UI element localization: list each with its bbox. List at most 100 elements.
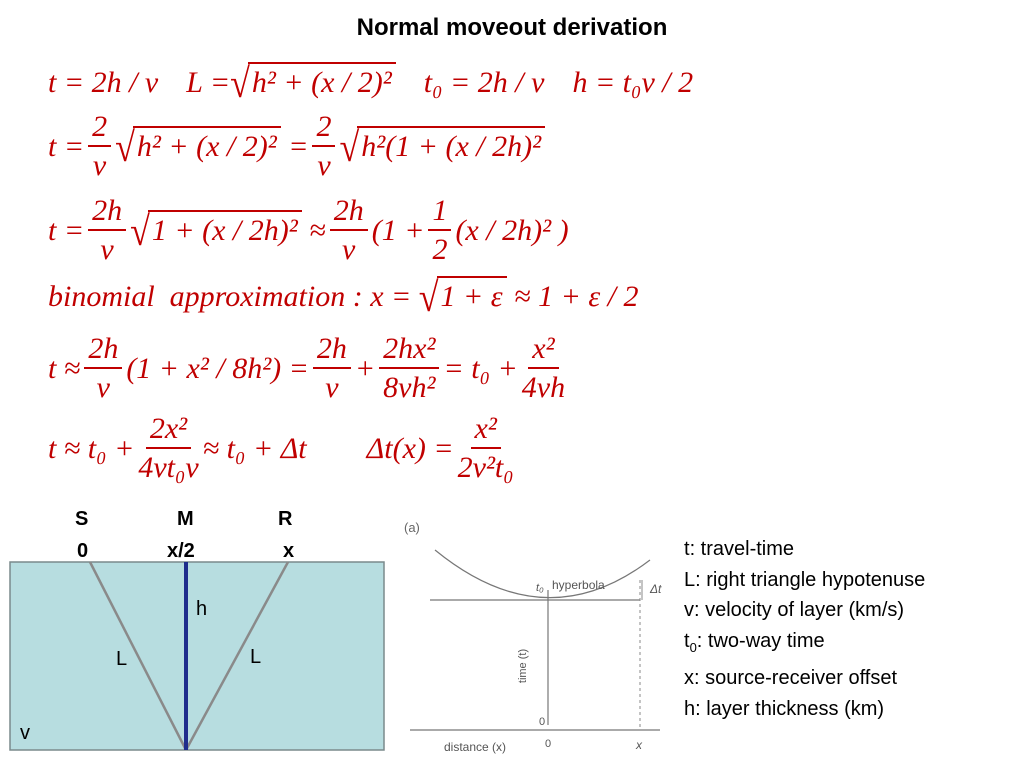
frac-den: v xyxy=(100,233,114,266)
approx-sign: ≈ xyxy=(309,213,326,247)
variable-legend: t: travel-time L: right triangle hypoten… xyxy=(684,534,925,724)
frac-num: 2hx² xyxy=(379,334,440,369)
eq-travel-time: t = 2h / v xyxy=(48,66,159,99)
legend-symbol: t xyxy=(684,629,690,652)
legend-item: h: layer thickness (km) xyxy=(684,694,925,725)
equals-sign: = xyxy=(288,129,309,163)
legend-symbol: h xyxy=(684,697,696,720)
frac-num: 2h xyxy=(84,334,123,369)
legend-item: t: travel-time xyxy=(684,534,925,565)
offset-x-label: x xyxy=(636,738,642,752)
frac-den: v xyxy=(92,149,107,182)
frac-num: 2h xyxy=(88,196,127,231)
right-hypotenuse-label: L xyxy=(250,646,262,668)
panel-label: (a) xyxy=(404,520,420,535)
reflected-ray xyxy=(184,561,290,751)
receiver-label: R xyxy=(278,508,293,530)
sqrt-body: h² + (x / 2)² xyxy=(247,62,396,104)
eq-tail: ≈ 1 + ε / 2 xyxy=(506,280,639,313)
legend-text: : travel-time xyxy=(689,538,795,560)
binomial-text: binomial approximation : x = xyxy=(48,280,419,313)
sqrt-expression: √1 + ε xyxy=(419,274,507,320)
hyperbola-label: hyperbola xyxy=(552,578,605,592)
frac-den: v xyxy=(342,233,356,266)
velocity-label: v xyxy=(20,722,30,744)
left-hypotenuse-label: L xyxy=(116,648,128,670)
plus-sign: + xyxy=(354,351,376,385)
sqrt-body: 1 + ε xyxy=(436,276,507,318)
frac-den: v xyxy=(325,371,339,404)
eq-lhs: t = xyxy=(48,129,85,163)
legend-symbol: v xyxy=(684,599,694,621)
thickness-label: h xyxy=(196,598,208,620)
layer-geometry-diagram xyxy=(9,561,385,751)
eq-two-way-time: t₀ = 2h / v xyxy=(423,66,545,99)
legend-item: v: velocity of layer (km/s) xyxy=(684,595,925,626)
frac-den: 2v²t₀ xyxy=(457,451,514,484)
frac-num: x² xyxy=(528,334,559,369)
incident-ray xyxy=(88,561,188,751)
legend-text: : two-way time xyxy=(696,629,825,652)
sqrt-body: h² + (x / 2)² xyxy=(132,125,281,168)
legend-symbol: t xyxy=(684,538,690,560)
legend-text: : right triangle hypotenuse xyxy=(695,568,926,591)
frac-num: 2h xyxy=(329,196,368,231)
legend-symbol: L xyxy=(684,568,696,591)
eq-tail: (x / 2h)² ) xyxy=(455,213,569,247)
frac-num: 2 xyxy=(312,112,336,147)
legend-subscript: 0 xyxy=(689,639,697,655)
sqrt-expression: √h²(1 + (x / 2h)² xyxy=(339,124,546,170)
sqrt-expression: √h² + (x / 2)² xyxy=(230,60,396,106)
frac-num: 2 xyxy=(88,112,112,147)
legend-text: : source-receiver offset xyxy=(694,667,898,689)
time-zero-label: 0 xyxy=(539,716,546,728)
legend-text: : layer thickness (km) xyxy=(695,697,885,720)
frac-num: 1 xyxy=(428,196,452,231)
legend-text: : velocity of layer (km/s) xyxy=(694,599,905,621)
sqrt-body: 1 + (x / 2h)² xyxy=(147,209,302,252)
legend-item: L: right triangle hypotenuse xyxy=(684,565,925,596)
eq-mid: (1 + x² / 8h²) = xyxy=(126,351,309,385)
eq-hypotenuse-lhs: L = xyxy=(186,66,231,99)
sqrt-body: h²(1 + (x / 2h)² xyxy=(357,125,546,168)
eq-lhs: t ≈ xyxy=(48,351,81,385)
frac-den: 8vh² xyxy=(383,371,436,404)
eq-mid: (1 + xyxy=(371,213,425,247)
delta-t-definition: Δt(x) = xyxy=(366,431,454,465)
legend-symbol: x xyxy=(684,667,694,689)
source-position: 0 xyxy=(77,540,89,562)
eq-thickness: h = t₀v / 2 xyxy=(572,66,694,99)
time-axis-label: time (t) xyxy=(517,648,530,684)
eq-mid: = t₀ + xyxy=(443,351,518,385)
equation-line-1: t = 2h / v L = √h² + (x / 2)² t₀ = 2h / … xyxy=(48,60,694,106)
distance-zero-label: 0 xyxy=(545,738,552,750)
midpoint-position: x/2 xyxy=(167,540,195,562)
hyperbola-curve xyxy=(434,549,651,599)
legend-item: x: source-receiver offset xyxy=(684,663,925,694)
frac-den: v xyxy=(96,371,110,404)
source-label: S xyxy=(75,508,89,530)
receiver-position: x xyxy=(283,540,295,562)
equation-line-4: binomial approximation : x = √1 + ε ≈ 1 … xyxy=(48,274,639,320)
midpoint-label: M xyxy=(177,508,194,530)
hyperbola-diagram xyxy=(410,549,660,731)
frac-num: 2x² xyxy=(145,414,192,449)
distance-axis-label: distance (x) xyxy=(444,740,507,754)
sqrt-expression: √1 + (x / 2h)² xyxy=(130,208,302,254)
frac-num: 2h xyxy=(312,334,351,369)
frac-den: 2 xyxy=(432,233,448,266)
